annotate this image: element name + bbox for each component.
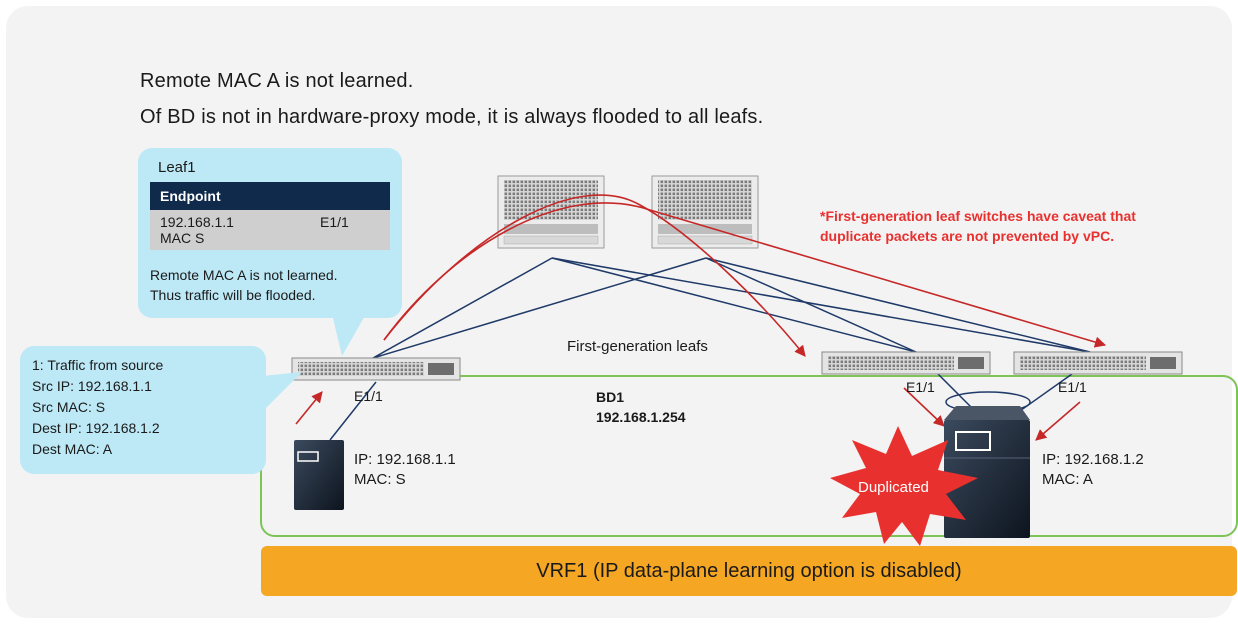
leaf-switch-icon	[291, 357, 461, 381]
heading-line-2: Of BD is not in hardware-proxy mode, it …	[140, 106, 764, 128]
port-cell: E1/1	[310, 210, 390, 250]
endpoint-ip: 192.168.1.1	[160, 214, 234, 230]
vrf-bar: VRF1 (IP data-plane learning option is d…	[261, 546, 1237, 596]
source-traffic-callout: 1: Traffic from source Src IP: 192.168.1…	[20, 346, 266, 474]
vrf-label: VRF1 (IP data-plane learning option is d…	[536, 559, 962, 582]
leaf2-port-label: E1/1	[906, 379, 935, 395]
source-host-ip: IP: 192.168.1.1	[354, 451, 456, 468]
leaf3-port-label: E1/1	[1058, 379, 1087, 395]
endpoint-mac: MAC S	[160, 230, 205, 246]
starburst-icon	[830, 426, 978, 546]
server-icon	[944, 406, 1030, 538]
leaf1-port-label: E1/1	[354, 388, 383, 404]
flood-arrows	[295, 194, 1107, 441]
heading-line-1: Remote MAC A is not learned.	[140, 70, 414, 92]
first-gen-leafs-label: First-generation leafs	[567, 338, 708, 355]
bd-gateway: 192.168.1.254	[596, 409, 686, 425]
caveat-note-line-2: duplicate packets are not prevented by v…	[820, 228, 1115, 244]
caveat-note-line-1: *First-generation leaf switches have cav…	[820, 208, 1136, 224]
server-icon	[294, 440, 344, 510]
table-header-row: Endpoint	[150, 182, 390, 210]
table-row: 192.168.1.1 MAC S E1/1	[150, 210, 390, 250]
source-line: Src IP: 192.168.1.1	[32, 378, 152, 394]
destination-host-ip: IP: 192.168.1.2	[1042, 451, 1144, 468]
source-line: 1: Traffic from source	[32, 357, 164, 373]
duplicated-label: Duplicated	[858, 479, 929, 496]
endpoint-cell: 192.168.1.1 MAC S	[150, 210, 310, 250]
fabric-links	[372, 257, 1091, 359]
source-line: Src MAC: S	[32, 399, 106, 415]
table-header: Endpoint	[150, 182, 310, 210]
leaf-switch-icon	[821, 351, 991, 375]
leaf1-callout: Leaf1 Endpoint 192.168.1.1 MAC S E1/1 Re…	[138, 148, 402, 318]
leaf1-note-line-1: Remote MAC A is not learned.	[150, 267, 338, 283]
leaf1-title: Leaf1	[158, 159, 196, 176]
spine-switch-icon	[497, 175, 605, 249]
source-line: Dest MAC: A	[32, 441, 113, 457]
source-callout-tail	[262, 372, 302, 412]
source-line: Dest IP: 192.168.1.2	[32, 420, 160, 436]
bd-name: BD1	[596, 389, 625, 405]
table-header	[310, 182, 390, 210]
leaf1-note-line-2: Thus traffic will be flooded.	[150, 287, 316, 303]
source-host-mac: MAC: S	[354, 471, 406, 488]
leaf-switch-icon	[1013, 351, 1183, 375]
endpoint-table: Endpoint 192.168.1.1 MAC S E1/1	[150, 182, 390, 250]
leaf1-callout-tail	[332, 314, 366, 356]
destination-host-mac: MAC: A	[1042, 471, 1093, 488]
